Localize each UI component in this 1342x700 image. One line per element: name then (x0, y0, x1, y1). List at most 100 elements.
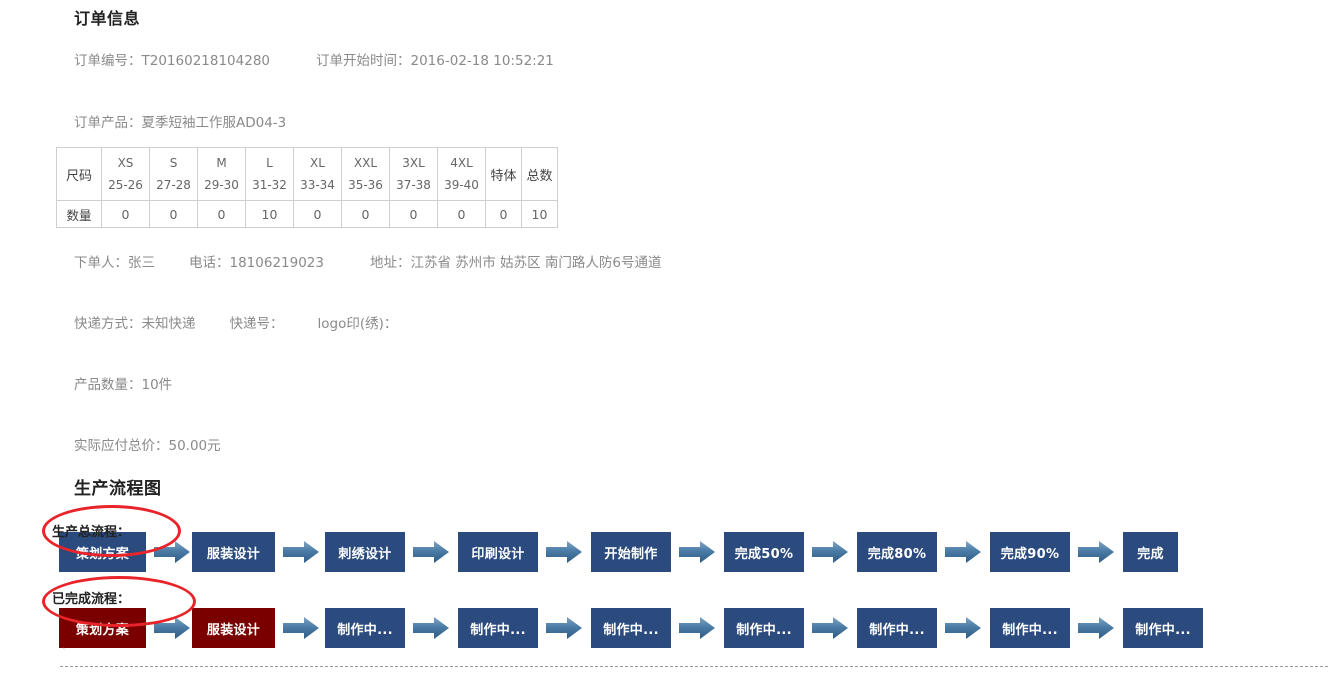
order-start-time-value: 2016-02-18 10:52:21 (410, 53, 554, 69)
arrow-right-icon (154, 541, 190, 563)
flow-arrow (413, 540, 449, 564)
flow-arrow (679, 540, 715, 564)
arrow-right-icon (945, 617, 981, 639)
order-number-label: 订单编号： (74, 53, 142, 69)
express-method-label: 快递方式： (74, 316, 142, 332)
arrow-right-icon (154, 617, 190, 639)
flow-step-label: 制作中... (470, 622, 526, 638)
total-quantity-cell: 10 (521, 200, 558, 228)
size-header-cell: M 29-30 (197, 147, 246, 201)
size-header-cell: XL 33-34 (293, 147, 342, 201)
flow-arrow (679, 616, 715, 640)
size-range: 31-32 (252, 178, 287, 192)
flow-step-label: 策划方案 (75, 546, 130, 562)
order-product-line: 订单产品：夏季短袖工作服AD04-3 (74, 111, 286, 131)
flow-section-title: 生产流程图 (74, 479, 162, 499)
arrow-right-icon (413, 617, 449, 639)
flow-step[interactable]: 制作中... (591, 608, 671, 648)
quantity-row-label: 数量 (56, 200, 102, 228)
flow-step[interactable]: 完成80% (857, 532, 937, 572)
stray-mark: ` (62, 648, 67, 658)
size-range: 29-30 (204, 178, 239, 192)
flow-step-label: 制作中... (603, 622, 659, 638)
size-header-cell: 4XL 39-40 (437, 147, 486, 201)
size-range: 25-26 (108, 178, 143, 192)
flow-step[interactable]: 策划方案 (59, 608, 146, 648)
flow-arrow (945, 616, 981, 640)
flow-arrow (1078, 616, 1114, 640)
flow-step[interactable]: 制作中... (1123, 608, 1203, 648)
flow-step[interactable]: 完成90% (990, 532, 1070, 572)
size-range: 37-38 (396, 178, 431, 192)
size-row-label: 尺码 (56, 147, 102, 201)
flow-step[interactable]: 制作中... (458, 608, 538, 648)
special-quantity-cell: 0 (485, 200, 522, 228)
size-name: XS (117, 156, 134, 170)
quantity-cell: 10 (245, 200, 294, 228)
flow-arrow (283, 616, 319, 640)
flow-step-label: 完成 (1137, 546, 1164, 562)
arrow-right-icon (679, 541, 715, 563)
phone-value: 18106219023 (229, 255, 324, 271)
size-name: S (169, 156, 178, 170)
phone-label: 电话： (189, 255, 230, 271)
flow-arrow (812, 616, 848, 640)
total-price-value: 50.00元 (168, 438, 221, 454)
total-flow-row: 策划方案 服装设计 刺绣设计 印刷设计 开始制作 完成50% 完成80% 完成90% 完成 (59, 532, 1256, 572)
express-line: 快递方式：未知快递快递号：logo印(绣)： (74, 312, 397, 332)
express-method-value: 未知快递 (141, 316, 196, 332)
quantity-cell: 0 (341, 200, 390, 228)
flow-step[interactable]: 服装设计 (192, 608, 275, 648)
customer-label: 下单人： (74, 255, 128, 271)
total-price-label: 实际应付总价： (74, 438, 169, 454)
flow-step[interactable]: 制作中... (724, 608, 804, 648)
table-row-quantities: 数量 0 0 0 10 0 0 0 0 0 10 (56, 200, 558, 228)
size-header-cell: S 27-28 (149, 147, 198, 201)
size-name: M (216, 156, 227, 170)
arrow-right-icon (546, 617, 582, 639)
flow-step[interactable]: 制作中... (990, 608, 1070, 648)
size-header-cell: L 31-32 (245, 147, 294, 201)
quantity-cell: 0 (437, 200, 486, 228)
express-number-label: 快递号： (229, 316, 284, 332)
done-flow-label: 已完成流程： (52, 592, 131, 607)
special-size-header: 特体 (485, 147, 522, 201)
page-title: 订单信息 (74, 9, 141, 28)
flow-step[interactable]: 完成50% (724, 532, 804, 572)
flow-step[interactable]: 印刷设计 (458, 532, 538, 572)
flow-step[interactable]: 服装设计 (192, 532, 275, 572)
size-name: XL (310, 156, 325, 170)
size-header-cell: XXL 35-36 (341, 147, 390, 201)
flow-arrow (945, 540, 981, 564)
flow-arrow (154, 540, 190, 564)
flow-step[interactable]: 制作中... (325, 608, 405, 648)
quantity-cell: 0 (293, 200, 342, 228)
flow-step-label: 完成80% (867, 546, 927, 562)
arrow-right-icon (283, 617, 319, 639)
arrow-right-icon (546, 541, 582, 563)
flow-step-label: 开始制作 (604, 546, 658, 562)
size-name: 4XL (450, 156, 473, 170)
flow-step-label: 刺绣设计 (338, 546, 392, 562)
arrow-right-icon (283, 541, 319, 563)
arrow-right-icon (812, 541, 848, 563)
flow-step[interactable]: 完成 (1123, 532, 1178, 572)
quantity-cell: 0 (149, 200, 198, 228)
flow-step[interactable]: 开始制作 (591, 532, 671, 572)
flow-step[interactable]: 制作中... (857, 608, 937, 648)
flow-step-label: 制作中... (736, 622, 792, 638)
address-label: 地址： (369, 255, 411, 271)
flow-step-label: 制作中... (869, 622, 925, 638)
quantity-cell: 0 (101, 200, 150, 228)
flow-step[interactable]: 刺绣设计 (325, 532, 405, 572)
flow-arrow (283, 540, 319, 564)
done-flow-row: 策划方案 服装设计 制作中... 制作中... 制作中... 制作中... 制作中... 制作… (59, 608, 1256, 648)
customer-value: 张三 (128, 255, 155, 271)
flow-step-label: 制作中... (1135, 622, 1191, 638)
quantity-cell: 0 (197, 200, 246, 228)
flow-step-label: 完成50% (734, 546, 794, 562)
arrow-right-icon (945, 541, 981, 563)
arrow-right-icon (1078, 617, 1114, 639)
total-flow-label: 生产总流程： (52, 525, 131, 540)
